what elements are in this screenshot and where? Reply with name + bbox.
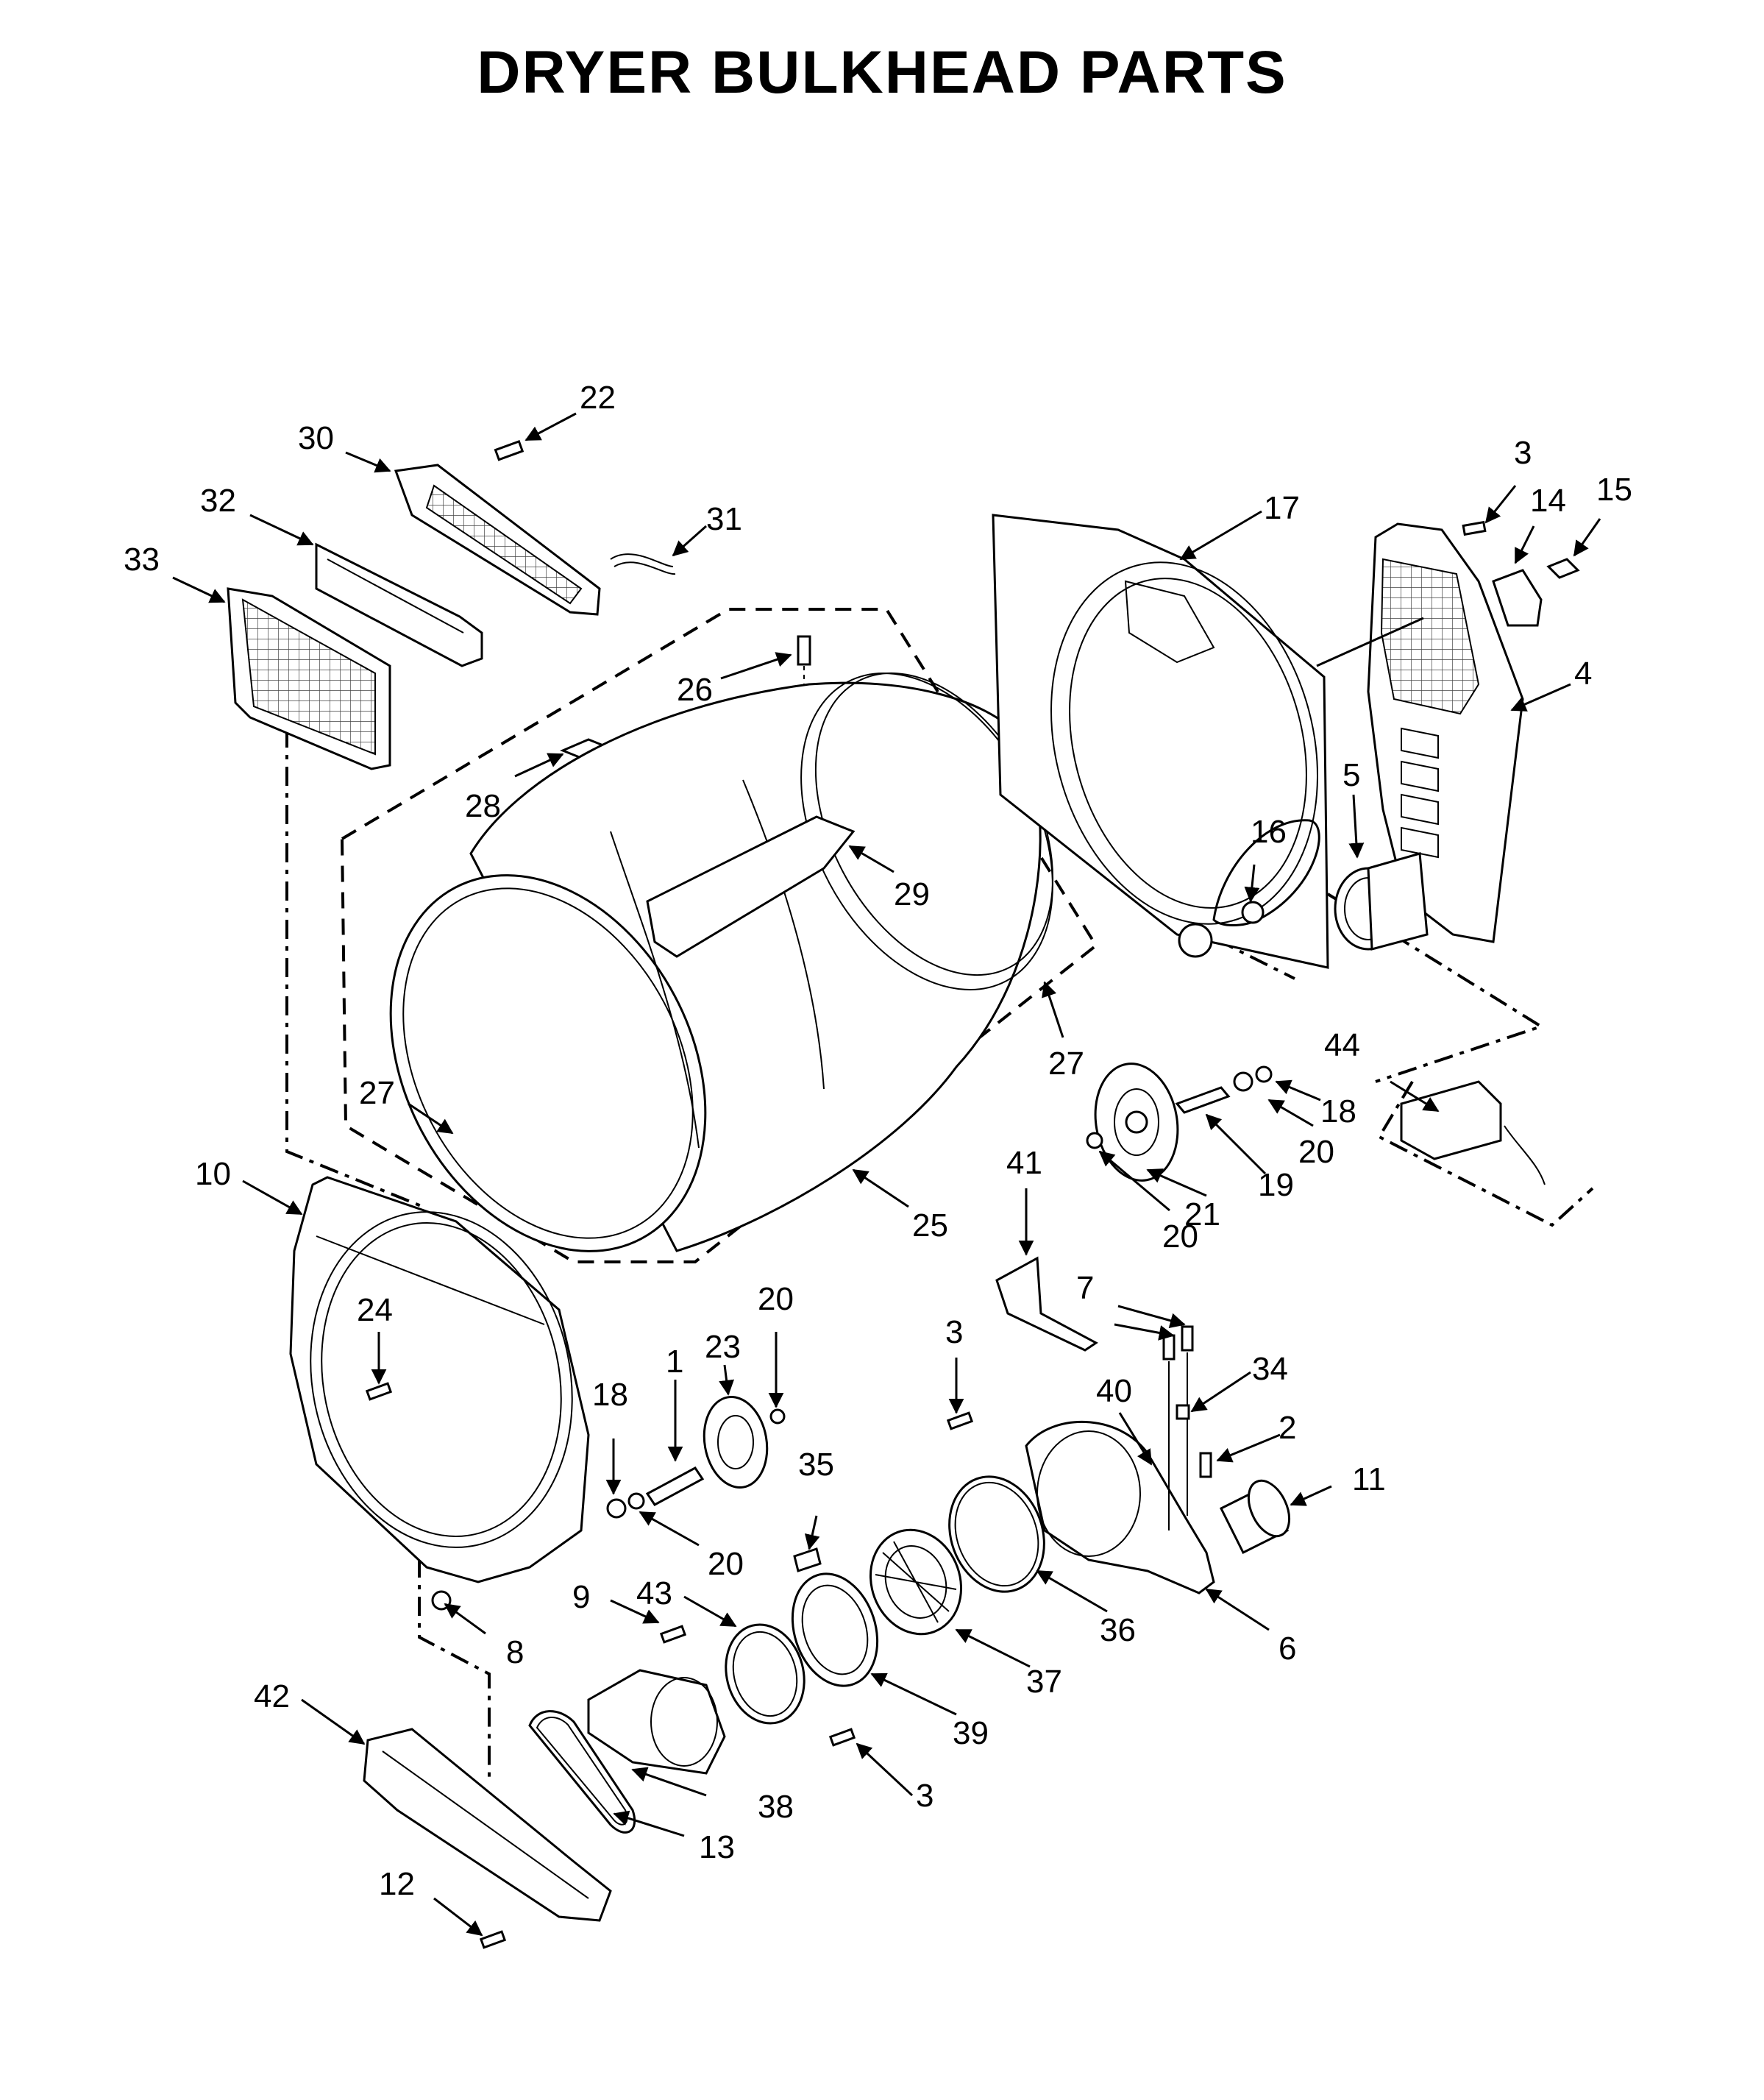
- screw-22: [494, 440, 524, 461]
- callout-18-right: 18: [1320, 1093, 1356, 1129]
- part-blower-ring: [791, 1572, 879, 1687]
- callout-29: 29: [894, 876, 930, 912]
- callout-20-top: 20: [758, 1281, 794, 1317]
- callout-37: 37: [1026, 1664, 1062, 1700]
- part-motor-harness: [1400, 1080, 1546, 1185]
- part-34-clip: [1176, 1404, 1190, 1420]
- callout-27-left: 27: [359, 1075, 395, 1111]
- screw-26: [797, 635, 811, 728]
- screw-3-blower: [946, 1411, 974, 1430]
- callout-40: 40: [1096, 1373, 1132, 1409]
- screw-3-top: [1462, 520, 1487, 536]
- callout-21: 21: [1184, 1196, 1220, 1232]
- callout-3-bottom: 3: [916, 1778, 933, 1814]
- callout-6: 6: [1278, 1631, 1296, 1667]
- callout-5: 5: [1342, 757, 1360, 793]
- callout-labels: 22 30 31 32 33 26 28 29 27 27 25 17 3 14…: [124, 380, 1632, 1902]
- callout-10: 10: [195, 1156, 231, 1192]
- callout-31: 31: [706, 501, 742, 537]
- part-blower-cover: [587, 1669, 726, 1775]
- callout-11: 11: [1352, 1461, 1386, 1497]
- part-35-clip: [793, 1547, 822, 1572]
- part-rear-roller-set: [1086, 1063, 1273, 1182]
- part-rear-bearing: [1178, 819, 1320, 958]
- screw-12: [479, 1930, 507, 1949]
- callout-20-lower: 20: [708, 1546, 744, 1582]
- callout-33: 33: [124, 542, 160, 578]
- callout-43: 43: [636, 1575, 672, 1611]
- part-thermostat: [1492, 569, 1543, 627]
- part-lint-housing: [315, 542, 483, 667]
- filter-guide-line: [285, 728, 491, 1781]
- callout-16: 16: [1251, 814, 1287, 850]
- callout-1: 1: [666, 1344, 683, 1380]
- part-exhaust-duct: [363, 1728, 612, 1922]
- callout-9: 9: [572, 1579, 590, 1615]
- callout-20-mid: 20: [1162, 1219, 1198, 1255]
- callout-13: 13: [699, 1829, 735, 1865]
- part-drum: [389, 672, 1054, 1252]
- callout-12: 12: [379, 1866, 415, 1902]
- screw-9: [659, 1625, 687, 1644]
- screw-2: [1199, 1452, 1212, 1478]
- callout-24: 24: [357, 1292, 393, 1328]
- leader-lines: [172, 412, 1601, 1937]
- callout-36: 36: [1100, 1612, 1136, 1648]
- screw-7: [1162, 1325, 1194, 1530]
- callout-7: 7: [1076, 1270, 1094, 1306]
- part-air-duct: [1367, 522, 1524, 943]
- callout-22: 22: [580, 380, 616, 416]
- callout-32: 32: [200, 483, 236, 519]
- part-rear-bulkhead: [992, 514, 1329, 969]
- part-blower-wheel: [869, 1528, 963, 1636]
- callout-4: 4: [1574, 656, 1592, 692]
- callout-3-blower: 3: [945, 1314, 963, 1350]
- callout-17: 17: [1264, 490, 1300, 526]
- screw-3-bottom: [828, 1728, 856, 1747]
- part-blower-housing: [1025, 1420, 1215, 1594]
- callout-39: 39: [953, 1715, 989, 1751]
- screw-24: [365, 1382, 393, 1401]
- callout-28: 28: [465, 788, 501, 824]
- callout-18-left: 18: [592, 1377, 628, 1413]
- callout-27-right: 27: [1048, 1046, 1084, 1082]
- callout-44: 44: [1324, 1027, 1360, 1063]
- callout-38: 38: [758, 1789, 794, 1825]
- part-duct-collar: [1334, 852, 1429, 951]
- part-front-bulkhead: [289, 1176, 590, 1583]
- callout-20-right: 20: [1298, 1134, 1334, 1170]
- page-title: DRYER BULKHEAD PARTS: [477, 39, 1287, 106]
- callout-35: 35: [798, 1447, 834, 1483]
- callout-15: 15: [1596, 472, 1632, 508]
- callout-8: 8: [506, 1634, 524, 1670]
- callout-14: 14: [1530, 483, 1566, 519]
- callout-23: 23: [705, 1329, 741, 1365]
- callout-42: 42: [254, 1678, 290, 1714]
- callout-2: 2: [1278, 1410, 1296, 1446]
- callout-30: 30: [298, 420, 334, 456]
- callout-25: 25: [912, 1207, 948, 1244]
- part-front-roller-set: [606, 1396, 786, 1519]
- callout-26: 26: [677, 672, 713, 708]
- part-thermal-fuse: [1546, 558, 1580, 579]
- part-drive-motor: [1219, 1479, 1291, 1555]
- part-motor-bracket: [995, 1256, 1098, 1352]
- part-blower-gasket: [948, 1475, 1045, 1593]
- callout-41: 41: [1006, 1145, 1042, 1181]
- callout-19: 19: [1258, 1167, 1294, 1203]
- part-wire-clip: [610, 553, 676, 575]
- part-lint-filter: [227, 587, 391, 770]
- part-43-seal: [725, 1623, 805, 1725]
- part-lint-screen-upper: [394, 464, 601, 616]
- callout-34: 34: [1252, 1351, 1288, 1387]
- callout-3-top: 3: [1514, 435, 1532, 471]
